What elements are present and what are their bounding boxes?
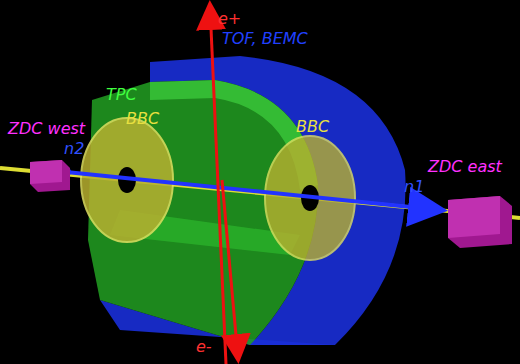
particle-label: e-	[196, 338, 212, 356]
particle-label: e+	[218, 10, 241, 28]
zdc-east-box	[448, 196, 512, 248]
detector-label: ZDC east	[428, 158, 502, 176]
particle-label: n1	[404, 178, 424, 196]
zdc-west-face	[30, 160, 62, 184]
detector-label: ZDC west	[8, 120, 85, 138]
detector-label: BBC	[126, 110, 159, 128]
zdc-west-box	[30, 160, 70, 192]
zdc-east-face	[448, 196, 500, 238]
detector-label: TPC	[106, 86, 137, 104]
electron-track	[222, 180, 238, 358]
neutron-arrow-n1	[66, 172, 440, 210]
detector-label: TOF, BEMC	[222, 30, 308, 48]
detector-label: BBC	[296, 118, 329, 136]
particle-label: n2	[64, 140, 84, 158]
